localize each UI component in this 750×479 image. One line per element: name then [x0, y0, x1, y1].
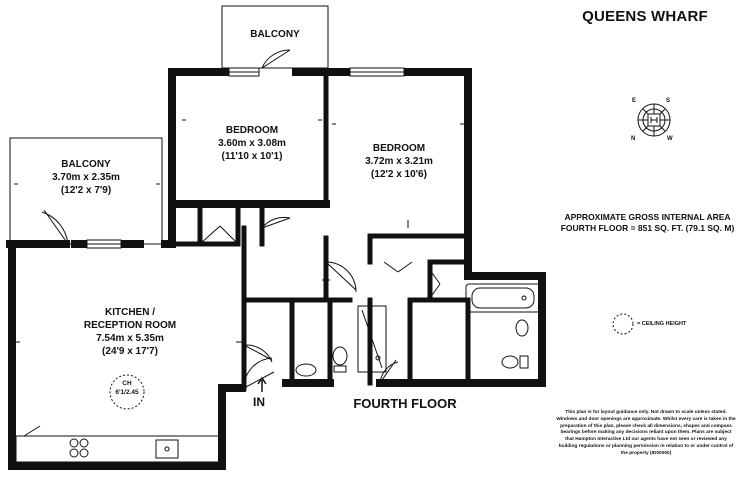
ceiling-legend: = CEILING HEIGHT: [637, 321, 687, 327]
bedroom-left-label: BEDROOM 3.60m x 3.08m (11'10 x 10'1): [218, 125, 286, 162]
sink-icon: [155, 439, 179, 459]
cupboard-label: CH 6'1/2.45: [115, 380, 139, 396]
hob-icon: [69, 438, 89, 458]
disclaimer-text: This plan is for layout guidance only. N…: [556, 410, 736, 456]
fixtures: [15, 283, 634, 463]
compass-w-label: W: [667, 136, 673, 142]
area-value: FOURTH FLOOR = 851 SQ. FT. (79.1 SQ. M): [560, 223, 735, 233]
basin-icon: [295, 363, 317, 377]
bedroom-right-label: BEDROOM 3.72m x 3.21m (12'2 x 10'6): [365, 143, 433, 180]
dimension-ticks: [14, 119, 464, 343]
floor-label: FOURTH FLOOR: [353, 396, 457, 411]
balcony-top-outline: [221, 5, 329, 69]
compass-s-label: S: [666, 98, 671, 104]
toilet-icon-2: [501, 355, 519, 369]
internal-wall: [169, 69, 471, 386]
entrance-arrow-icon: [257, 376, 267, 392]
area-title: APPROXIMATE GROSS INTERNAL AREA: [564, 212, 731, 222]
balcony-left-label: BALCONY 3.70m x 2.35m (12'2 x 7'9): [52, 159, 120, 196]
worktop: [15, 435, 223, 463]
property-title: QUEENS WHARF: [582, 8, 708, 25]
cupboard-circle: [109, 374, 145, 410]
ceiling-height-icon: [612, 313, 634, 335]
bath-icon: [465, 283, 541, 313]
shower-icon: [357, 305, 387, 373]
toilet-icon: [332, 346, 348, 366]
entrance-label: IN: [253, 395, 265, 409]
balcony-top-label: BALCONY: [250, 29, 300, 40]
doors: [41, 49, 441, 389]
kitchen-label: KITCHEN / RECEPTION ROOM 7.54m x 5.35m (…: [83, 307, 177, 357]
compass-n-label: N: [631, 136, 636, 142]
compass-e-label: E: [632, 98, 637, 104]
compass-icon: [637, 103, 671, 137]
windows: [86, 67, 405, 249]
